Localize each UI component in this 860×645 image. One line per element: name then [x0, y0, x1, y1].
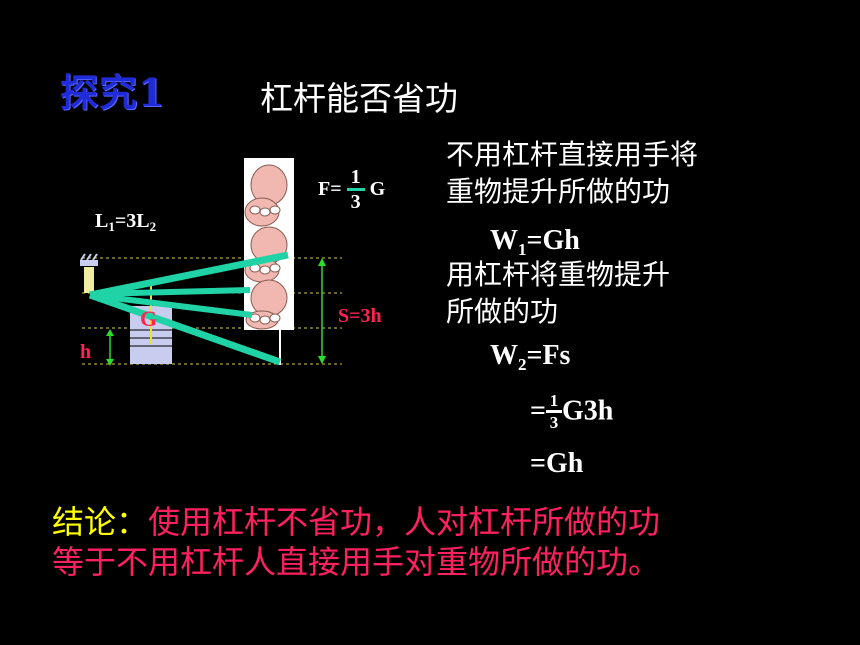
conclusion-line2: 等于不用杠杆人直接用手对重物所做的功。	[52, 543, 661, 581]
lever-ratio-label: L1=3L2	[95, 210, 157, 234]
distance-label: S=3h	[338, 305, 382, 327]
work-direct-formula: W1=Gh	[490, 225, 580, 259]
conclusion: 结论：使用杠杆不省功，人对杠杆所做的功 等于不用杠杆人直接用手对重物所做的功。	[52, 502, 660, 582]
hand-image	[244, 158, 294, 365]
exploration-title: 探究1	[60, 70, 166, 115]
lever-diagram	[80, 158, 342, 366]
height-label: h	[80, 341, 92, 363]
topic-title: 杠杆能否省功	[260, 79, 458, 118]
distance-arrow	[318, 258, 326, 364]
weight-label: G	[140, 306, 158, 331]
work-lever-formula: W2=Fs	[490, 340, 571, 374]
lever-middle-position	[89, 287, 251, 297]
pivot-support	[80, 253, 98, 293]
lever-lift-description: 用杠杆将重物提升 所做的功	[446, 258, 671, 328]
lever-top-position	[89, 251, 289, 299]
direct-lift-description: 不用杠杆直接用手将 重物提升所做的功	[446, 138, 699, 208]
conclusion-lead: 结论：	[52, 503, 149, 541]
lever-mid-low-position	[89, 292, 253, 318]
conclusion-line1: 使用杠杆不省功，人对杠杆所做的功	[148, 503, 661, 541]
work-lever-result: =Gh	[530, 448, 584, 479]
lever-bottom-position	[88, 291, 282, 366]
height-arrow	[106, 329, 114, 366]
